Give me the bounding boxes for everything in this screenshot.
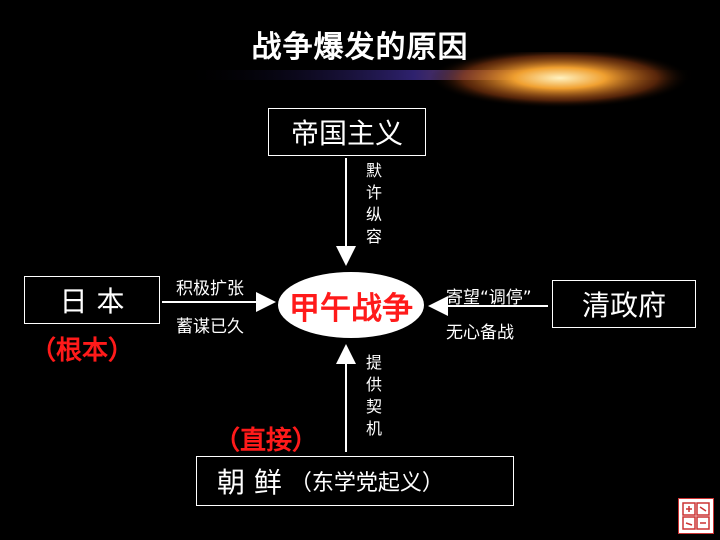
- node-korea-sub: （东学党起义）: [289, 471, 444, 496]
- label-left-top: 积极扩张: [176, 279, 244, 299]
- node-korea: 朝 鲜 （东学党起义）: [196, 456, 514, 506]
- node-imperialism-label: 帝国主义: [290, 117, 403, 150]
- direct-note: （直接）: [214, 426, 319, 456]
- label-bottom-vertical: 提 供 契 机: [365, 353, 382, 438]
- node-qing: 清政府: [552, 280, 696, 328]
- label-right-top: 寄望“调停”: [446, 288, 532, 308]
- node-japan-label: 日 本: [59, 285, 125, 318]
- japan-note: （根本）: [30, 336, 135, 366]
- node-qing-label: 清政府: [581, 289, 666, 322]
- node-japan: 日 本: [24, 276, 160, 324]
- node-center-label: 甲午战争: [289, 290, 413, 327]
- node-korea-label: 朝 鲜: [217, 466, 282, 499]
- label-left-bottom: 蓄谋已久: [176, 317, 244, 337]
- page-title: 战争爆发的原因: [251, 30, 469, 65]
- node-center-war: 甲午战争: [278, 272, 424, 338]
- label-right-bottom: 无心备战: [446, 323, 514, 343]
- node-imperialism: 帝国主义: [268, 108, 426, 156]
- seal-logo-icon: [678, 498, 714, 534]
- label-top-vertical: 默 许 纵 容: [365, 161, 382, 246]
